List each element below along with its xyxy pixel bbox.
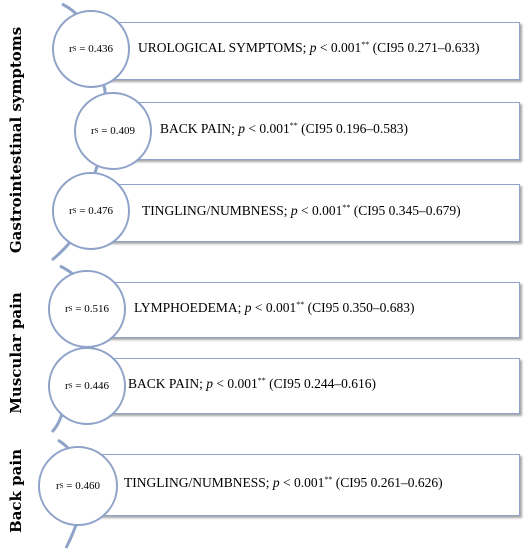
correlation-box	[110, 102, 520, 160]
rs-symbol: r	[90, 125, 95, 137]
confidence-interval: (CI95 0.345–0.679)	[350, 203, 461, 218]
rs-subscript: S	[59, 482, 64, 490]
group-label-gastrointestinal: Gastrointestinal symptoms	[7, 26, 25, 254]
p-value: < 0.001	[279, 475, 325, 490]
significance-mark: **	[342, 203, 351, 212]
p-value: < 0.001	[245, 121, 290, 136]
group-label-muscular-pain: Muscular pain	[7, 292, 25, 414]
p-label: p	[272, 475, 280, 490]
rs-value: = 0.476	[79, 205, 114, 217]
rs-value: = 0.409	[101, 125, 136, 137]
confidence-interval: (CI95 0.244–0.616)	[265, 376, 377, 391]
symptom-name: BACK PAIN;	[160, 121, 239, 136]
symptom-name: BACK PAIN;	[128, 376, 207, 391]
p-value: < 0.001	[251, 300, 297, 315]
connector-arc	[50, 413, 64, 434]
p-label: p	[309, 40, 317, 55]
p-label: p	[244, 300, 252, 315]
group-label-back-pain: Back pain	[7, 449, 25, 533]
rs-value: = 0.516	[75, 303, 110, 315]
p-label: p	[238, 121, 246, 136]
correlation-box	[92, 358, 520, 414]
rs-symbol: r	[64, 380, 69, 392]
confidence-interval: (CI95 0.271–0.633)	[369, 40, 480, 55]
rs-symbol: r	[68, 43, 73, 55]
p-value: < 0.001	[213, 376, 258, 391]
significance-mark: **	[289, 121, 298, 130]
correlation-box	[92, 22, 520, 80]
correlation-text: TINGLING/NUMBNESS; p < 0.001** (CI95 0.3…	[142, 203, 461, 219]
rs-subscript: S	[72, 45, 77, 53]
p-value: < 0.001	[297, 203, 343, 218]
p-value: < 0.001	[316, 40, 362, 55]
correlation-text: TINGLING/NUMBNESS; p < 0.001** (CI95 0.2…	[124, 475, 443, 491]
correlation-text: BACK PAIN; p < 0.001** (CI95 0.244–0.616…	[128, 376, 376, 392]
confidence-interval: (CI95 0.196–0.583)	[297, 121, 409, 136]
correlation-text: LYMPHOEDEMA; p < 0.001** (CI95 0.350–0.6…	[134, 300, 415, 316]
rs-subscript: S	[68, 305, 73, 313]
significance-mark: **	[257, 376, 266, 385]
rs-symbol: r	[64, 303, 69, 315]
correlation-box	[92, 454, 520, 516]
symptom-name: UROLOGICAL SYMPTOMS;	[138, 40, 310, 55]
rs-subscript: S	[68, 382, 73, 390]
significance-mark: **	[324, 475, 333, 484]
correlation-box	[92, 282, 520, 338]
confidence-interval: (CI95 0.261–0.626)	[332, 475, 443, 490]
correlation-text: BACK PAIN; p < 0.001** (CI95 0.196–0.583…	[160, 121, 408, 137]
symptom-name: TINGLING/NUMBNESS;	[124, 475, 273, 490]
rs-subscript: S	[94, 127, 99, 135]
confidence-interval: (CI95 0.350–0.683)	[304, 300, 415, 315]
significance-mark: **	[361, 40, 370, 49]
rs-value: = 0.460	[66, 480, 101, 492]
p-label: p	[206, 376, 214, 391]
rs-subscript: S	[72, 207, 77, 215]
symptom-name: TINGLING/NUMBNESS;	[142, 203, 291, 218]
symptom-name: LYMPHOEDEMA;	[134, 300, 245, 315]
significance-mark: **	[296, 300, 305, 309]
rs-value: = 0.446	[75, 380, 110, 392]
rs-value: = 0.436	[79, 43, 114, 55]
p-label: p	[290, 203, 298, 218]
rs-symbol: r	[68, 205, 73, 217]
correlation-box	[92, 184, 520, 242]
correlation-text: UROLOGICAL SYMPTOMS; p < 0.001** (CI95 0…	[138, 40, 480, 56]
rs-symbol: r	[55, 480, 60, 492]
